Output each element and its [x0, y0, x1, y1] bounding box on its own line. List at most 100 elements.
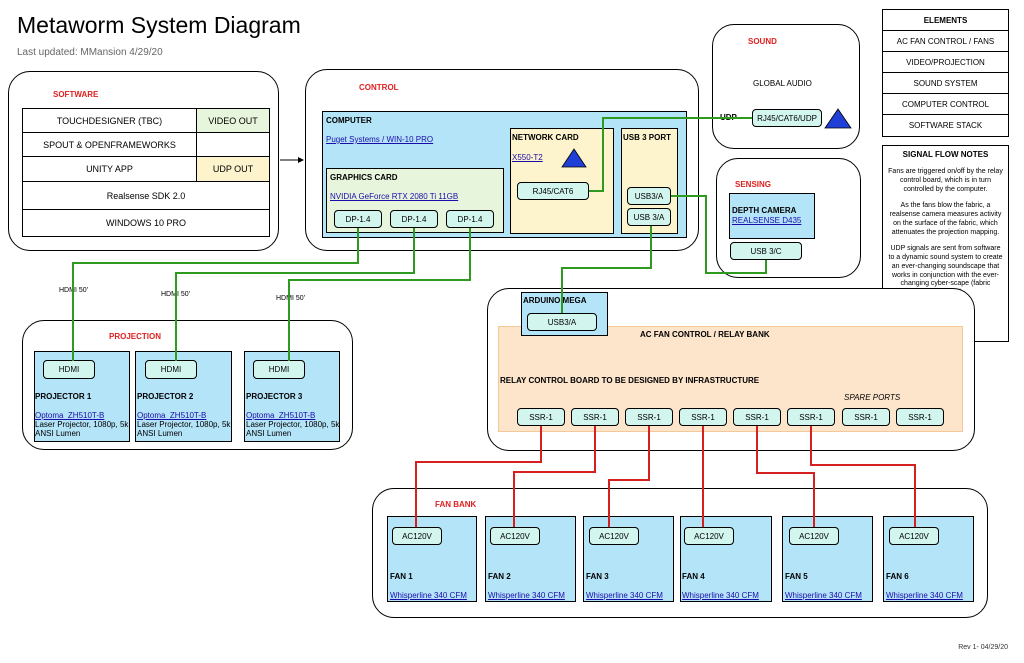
computer-link[interactable]: Puget Systems / WIN-10 PRO	[326, 135, 434, 144]
elements-item: SOUND SYSTEM	[882, 72, 1009, 94]
projector-1-link[interactable]: Optoma_ZH510T-B	[35, 411, 105, 420]
fan-4-name: FAN 4	[682, 572, 705, 581]
udp-out-label: UDP OUT	[212, 164, 254, 174]
relay-title: AC FAN CONTROL / RELAY BANK	[640, 330, 770, 339]
network-card-link[interactable]: X550-T2	[512, 153, 543, 162]
ssr-port-4: SSR-1	[679, 408, 727, 426]
network-port-label: RJ45/CAT6	[532, 186, 574, 196]
global-audio-label: GLOBAL AUDIO	[753, 79, 812, 88]
ssr-port-6: SSR-1	[787, 408, 835, 426]
usb-port-text: USB3/A	[634, 191, 664, 201]
elements-header-label: ELEMENTS	[923, 15, 968, 25]
ssr-label: SSR-1	[691, 412, 715, 422]
video-out-cell: VIDEO OUT	[196, 108, 270, 133]
elements-item-label: VIDEO/PROJECTION	[906, 57, 985, 67]
projector-3-desc: Laser Projector, 1080p, 5k ANSI Lumen	[246, 420, 340, 439]
sound-label: SOUND	[748, 37, 777, 46]
fan-1-link[interactable]: Whisperline 340 CFM	[390, 591, 467, 600]
fan-2-link[interactable]: Whisperline 340 CFM	[488, 591, 565, 600]
control-label: CONTROL	[359, 83, 399, 92]
last-updated: Last updated: MMansion 4/29/20	[17, 47, 163, 58]
depth-camera-link[interactable]: REALSENSE D435	[732, 216, 802, 225]
sensing-port-label: USB 3/C	[750, 246, 782, 256]
elements-item: SOFTWARE STACK	[882, 114, 1009, 137]
spare-ports-label: SPARE PORTS	[844, 393, 901, 402]
fan-4-port: AC120V	[684, 527, 734, 545]
projector-2-hdmi-port: HDMI	[145, 360, 197, 379]
sensing-label: SENSING	[735, 180, 772, 189]
hdmi-cable-label: HDMI 50'	[59, 287, 88, 294]
projector-1-name: PROJECTOR 1	[35, 392, 92, 401]
elements-item: AC FAN CONTROL / FANS	[882, 30, 1009, 52]
fan-4-link[interactable]: Whisperline 340 CFM	[682, 591, 759, 600]
sound-port: RJ45/CAT6/UDP	[752, 109, 822, 127]
dp-port-1: DP-1.4	[334, 210, 382, 228]
elements-item-label: SOUND SYSTEM	[913, 78, 978, 88]
udp-label: UDP	[720, 113, 737, 122]
dp-port-label: DP-1.4	[345, 214, 371, 224]
arduino-port-label: USB3/A	[547, 317, 577, 327]
hdmi-port-label: HDMI	[58, 365, 80, 374]
ssr-label: SSR-1	[583, 412, 607, 422]
sensing-port: USB 3/C	[730, 242, 802, 260]
dp-port-2: DP-1.4	[390, 210, 438, 228]
notes-paragraph-2: As the fans blow the fabric, a realsense…	[889, 202, 1002, 236]
hdmi-port-label: HDMI	[268, 365, 290, 374]
usb-port-2: USB 3/A	[627, 208, 671, 226]
software-row-unity: UNITY APP	[22, 156, 197, 182]
fan-5-link[interactable]: Whisperline 340 CFM	[785, 591, 862, 600]
elements-item-label: COMPUTER CONTROL	[901, 99, 990, 109]
notes-paragraph-1: Fans are triggered on/off by the relay c…	[888, 168, 1003, 193]
software-row-windows: WINDOWS 10 PRO	[22, 209, 270, 237]
network-card-box	[510, 128, 614, 234]
fan-5-name: FAN 5	[785, 572, 808, 581]
usb-port-text: USB 3/A	[633, 212, 665, 222]
ssr-label: SSR-1	[799, 412, 823, 422]
relay-subtitle: RELAY CONTROL BOARD TO BE DESIGNED BY IN…	[500, 376, 760, 385]
depth-camera-label: DEPTH CAMERA	[732, 206, 797, 215]
projector-2-link[interactable]: Optoma_ZH510T-B	[137, 411, 207, 420]
video-out-label: VIDEO OUT	[208, 115, 258, 126]
projector-2-desc: Laser Projector, 1080p, 5k ANSI Lumen	[137, 420, 231, 439]
dp-port-3: DP-1.4	[446, 210, 494, 228]
sound-port-label: RJ45/CAT6/UDP	[757, 113, 817, 123]
ssr-label: SSR-1	[908, 412, 932, 422]
fan-3-port: AC120V	[589, 527, 639, 545]
fan-port-label: AC120V	[799, 531, 829, 541]
graphics-card-link[interactable]: NVIDIA GeForce RTX 2080 Ti 11GB	[330, 192, 459, 201]
software-row-label: Realsense SDK 2.0	[106, 190, 186, 201]
software-row-realsense: Realsense SDK 2.0	[22, 181, 270, 210]
arduino-port: USB3/A	[527, 313, 597, 331]
software-row-touchdesigner: TOUCHDESIGNER (TBC)	[22, 108, 197, 133]
fanbank-label: FAN BANK	[435, 500, 477, 509]
revision-label: Rev 1- 04/29/20	[958, 644, 1008, 651]
fan-1-port: AC120V	[392, 527, 442, 545]
elements-item: VIDEO/PROJECTION	[882, 51, 1009, 73]
fan-2-name: FAN 2	[488, 572, 511, 581]
hdmi-port-label: HDMI	[160, 365, 182, 374]
elements-header: ELEMENTS	[882, 9, 1009, 31]
hdmi-cable-label: HDMI 50'	[276, 295, 305, 302]
fan-port-label: AC120V	[899, 531, 929, 541]
projector-1-desc: Laser Projector, 1080p, 5k ANSI Lumen	[35, 420, 129, 439]
ssr-label: SSR-1	[745, 412, 769, 422]
usb-port-label: USB 3 PORT	[623, 133, 672, 142]
sound-triangle-icon	[824, 108, 852, 129]
projector-3-hdmi-port: HDMI	[253, 360, 305, 379]
projector-3-link[interactable]: Optoma_ZH510T-B	[246, 411, 316, 420]
fan-port-label: AC120V	[599, 531, 629, 541]
fan-port-label: AC120V	[500, 531, 530, 541]
software-row-label: UNITY APP	[86, 164, 133, 174]
software-row-label: TOUCHDESIGNER (TBC)	[56, 115, 163, 126]
computer-label: COMPUTER	[326, 116, 372, 125]
graphics-card-label: GRAPHICS CARD	[330, 173, 398, 182]
fan-3-link[interactable]: Whisperline 340 CFM	[586, 591, 663, 600]
software-row-spout: SPOUT & OPENFRAMEWORKS	[22, 132, 197, 157]
dp-port-label: DP-1.4	[457, 214, 483, 224]
software-label: SOFTWARE	[53, 90, 99, 99]
ssr-label: SSR-1	[529, 412, 553, 422]
projector-2-name: PROJECTOR 2	[137, 392, 194, 401]
ssr-label: SSR-1	[854, 412, 878, 422]
fan-6-link[interactable]: Whisperline 340 CFM	[886, 591, 963, 600]
network-triangle-icon	[561, 148, 587, 168]
